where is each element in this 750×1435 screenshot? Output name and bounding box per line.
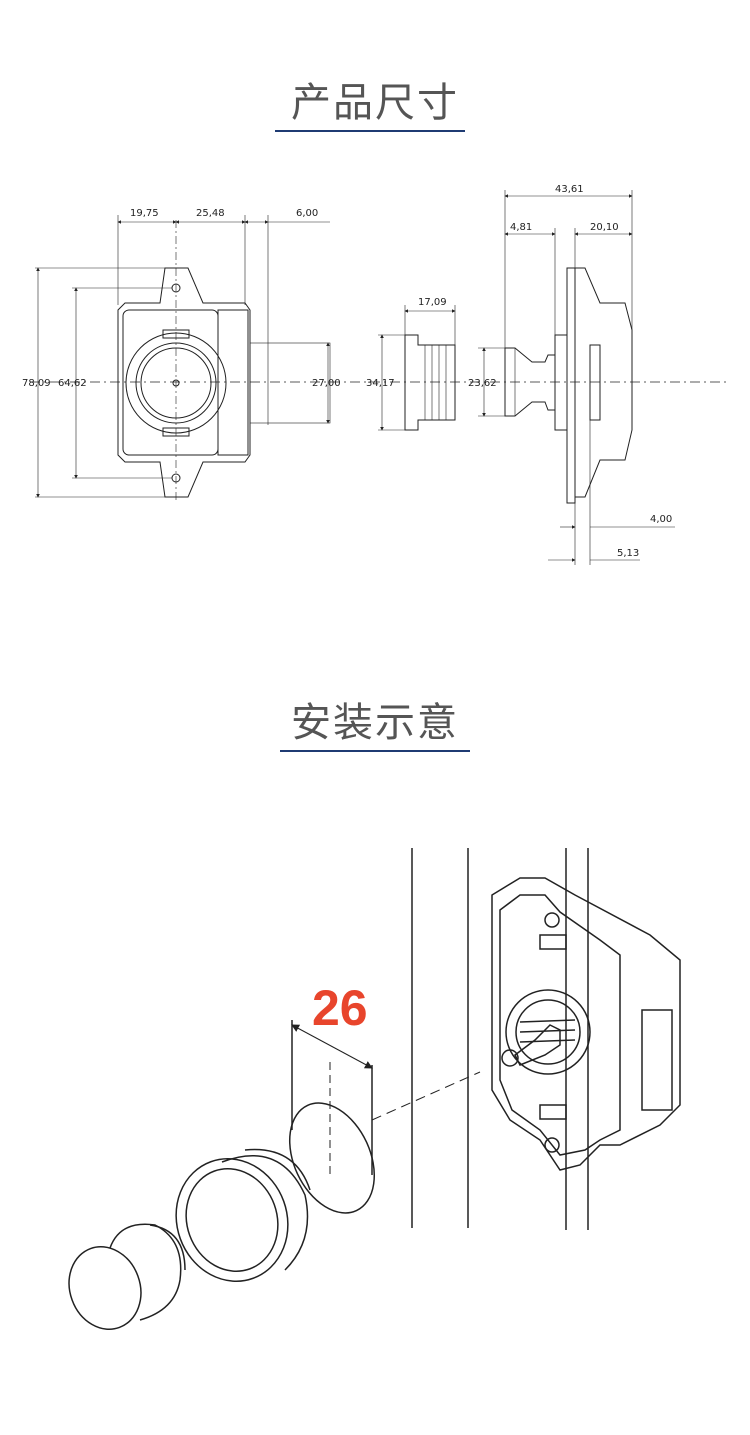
dimensions-title: 产品尺寸	[291, 80, 459, 126]
technical-drawing: 19,75 25,48 6,00 78,09 64,62 27,00 17,09…	[22, 184, 728, 565]
dim-plate: 4,00	[650, 514, 672, 525]
dim-side-right: 20,10	[590, 222, 619, 233]
dim-height-inner: 64,62	[58, 378, 87, 389]
dimensions-title-underline	[275, 130, 465, 132]
dim-gap: 5,13	[617, 548, 639, 559]
dim-knob-width: 17,09	[418, 297, 447, 308]
dim-side-left: 4,81	[510, 222, 532, 233]
dim-side-total: 43,61	[555, 184, 584, 195]
dim-top-right: 6,00	[296, 208, 318, 219]
hole-diameter-label: 26	[312, 980, 368, 1036]
dim-knob-diameter: 34,17	[366, 378, 395, 389]
dim-top-mid: 25,48	[196, 208, 225, 219]
installation-illustration: 26	[68, 848, 681, 1330]
dim-top-left: 19,75	[130, 208, 159, 219]
dim-height-outer: 78,09	[22, 378, 51, 389]
dim-body: 27,00	[312, 378, 341, 389]
dim-plunger: 23,62	[468, 378, 497, 389]
install-title: 安装示意	[291, 700, 459, 746]
install-title-underline	[280, 750, 470, 752]
